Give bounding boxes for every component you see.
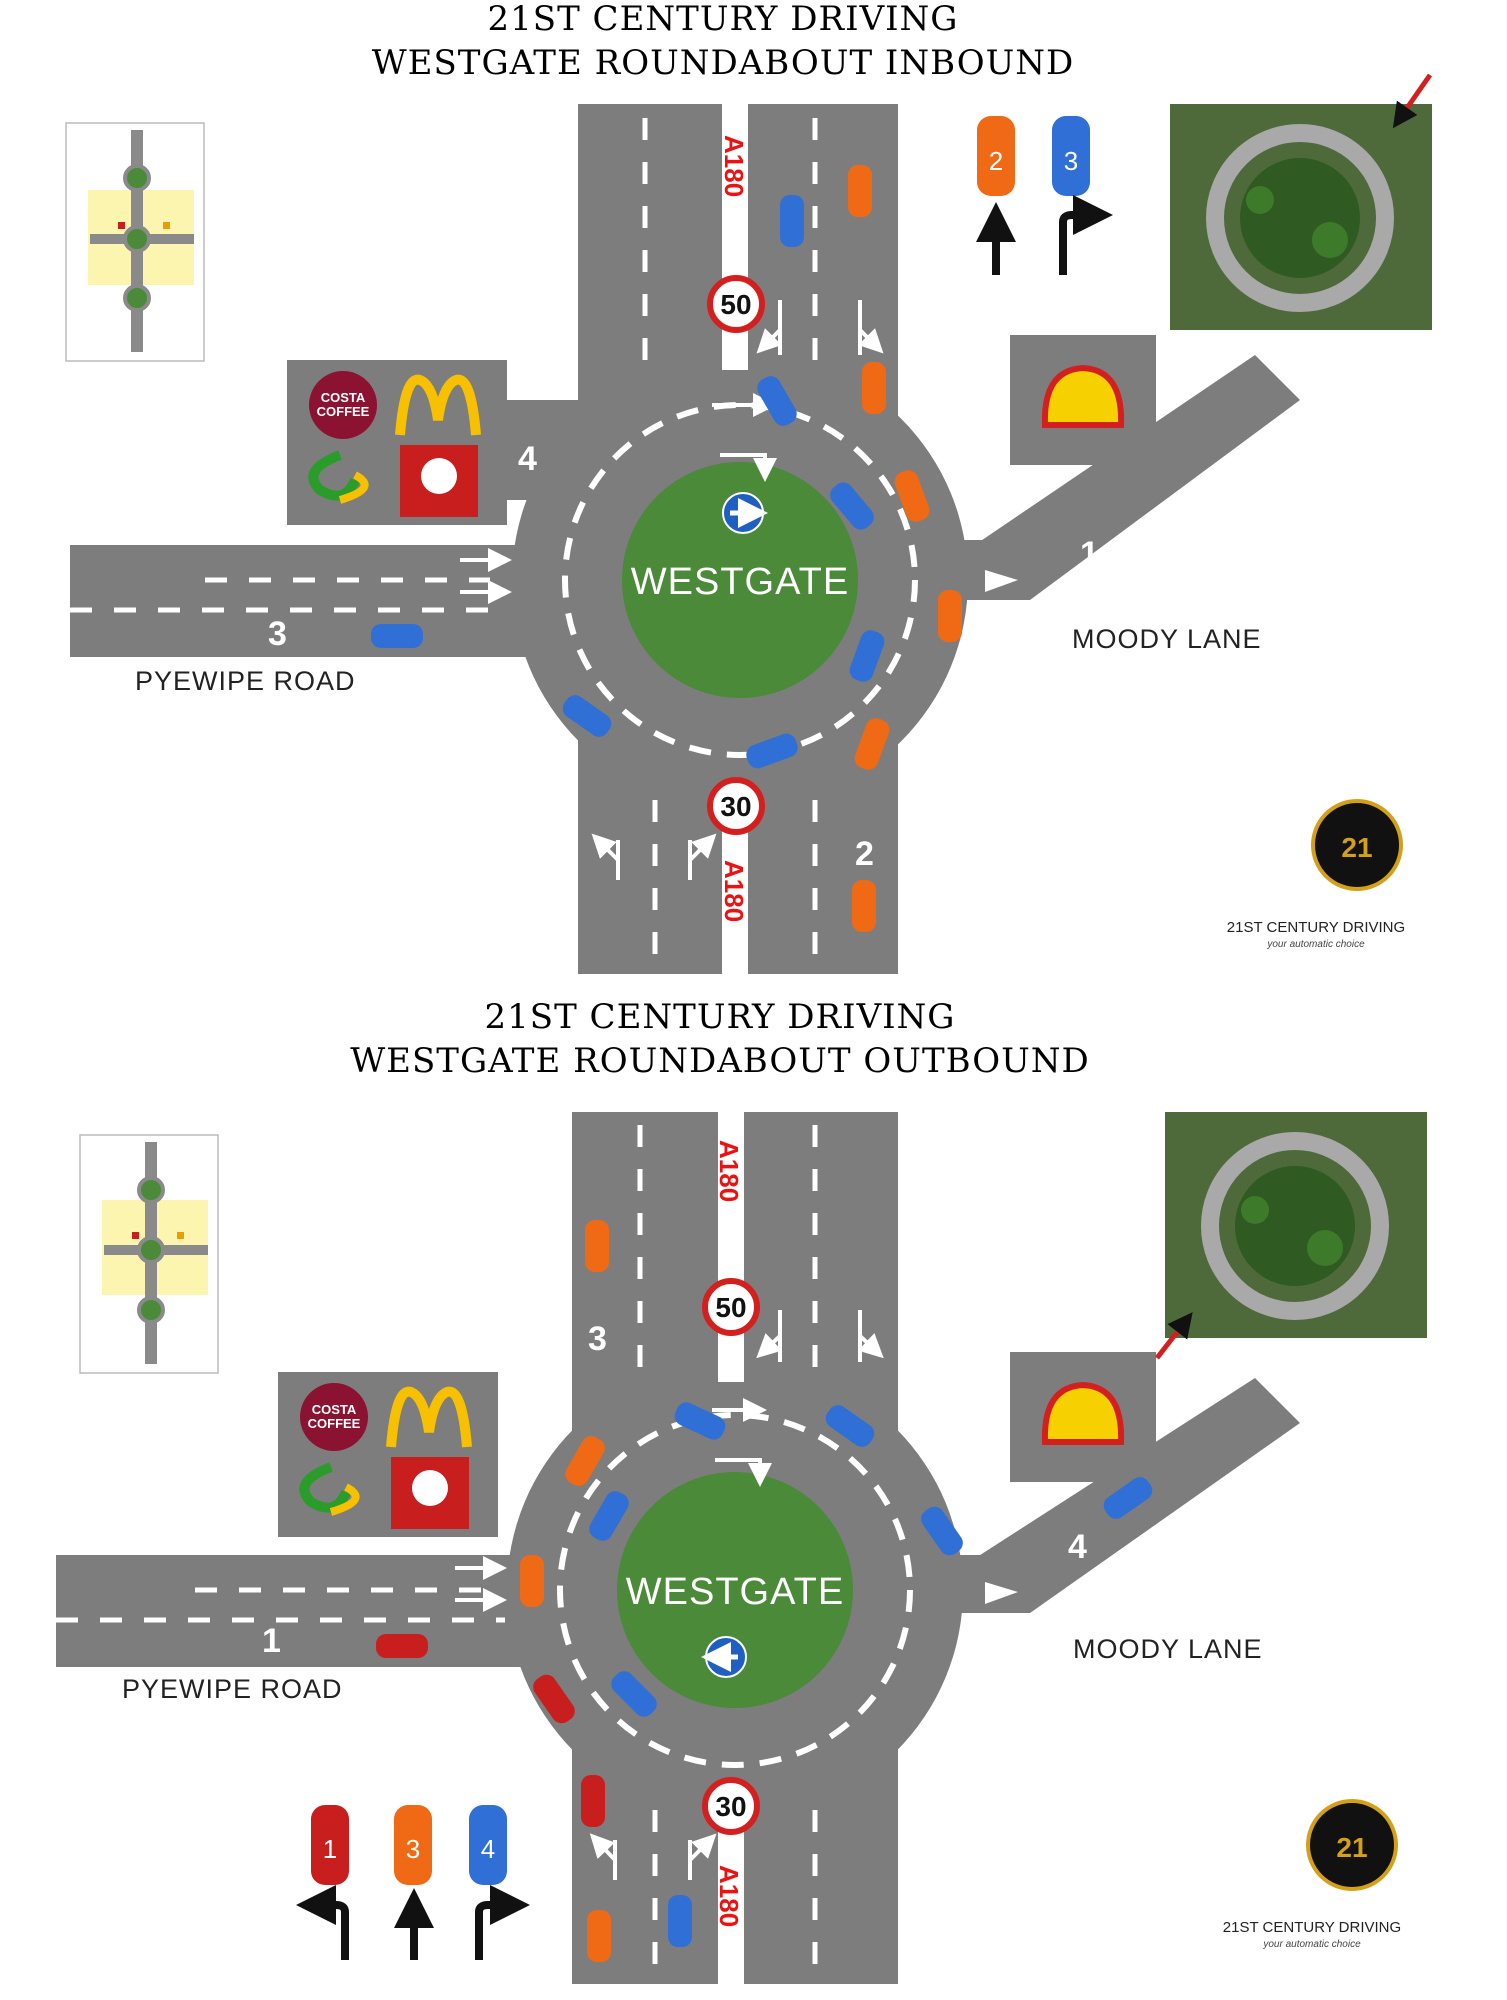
brand-logo-number: 21 (1336, 1832, 1367, 1863)
exit-number-4: 4 (1068, 1528, 1087, 1566)
aerial-photo (1155, 1112, 1427, 1360)
circulatory-lane-line (557, 1412, 913, 1768)
speed-limit-50-sign: 50 (702, 1278, 760, 1336)
inbound-island-label: WESTGATE (631, 561, 849, 603)
svg-text:COFFEE: COFFEE (308, 1416, 361, 1431)
svg-text:4: 4 (481, 1834, 495, 1864)
shell-logo-icon (1010, 1352, 1156, 1482)
svg-text:30: 30 (715, 1791, 746, 1822)
legend-car-3: 3 (1052, 116, 1113, 275)
subway-logo-icon (299, 1462, 351, 1513)
right-turn-arrow-icon (475, 1885, 530, 1960)
svg-text:COSTA: COSTA (312, 1402, 357, 1417)
aerial-pointer-arrow (1155, 1312, 1193, 1360)
exit-number-1: 1 (262, 1622, 281, 1660)
exit-number-2: 2 (500, 1435, 519, 1473)
speed-limit-30-sign: 30 (707, 777, 765, 835)
left-turn-arrow-icon (296, 1885, 349, 1960)
outbound-diagram: 21ST CENTURY DRIVING WESTGATE ROUNDABOUT… (56, 1000, 1427, 1984)
svg-text:2: 2 (989, 146, 1003, 176)
inbound-panel: 21ST CENTURY DRIVING WESTGATE ROUNDABOUT… (65, 0, 1433, 974)
mcdonalds-logo-icon (395, 374, 481, 436)
svg-text:30: 30 (720, 791, 751, 822)
lane-arrows (460, 300, 875, 880)
outbound-road-code-top: A180 (714, 1140, 744, 1202)
exit-number-4: 4 (518, 440, 537, 478)
exit-number-2: 2 (855, 835, 874, 873)
right-turn-arrow-icon (1059, 195, 1113, 275)
legend-car-2: 2 (976, 116, 1016, 275)
outbound-title-line1: 21ST CENTURY DRIVING (485, 1000, 956, 1037)
westgate-island (617, 1472, 853, 1708)
services-sign-box: COSTA COFFEE (287, 360, 507, 525)
direction-right-sign-icon (722, 492, 768, 534)
brand-name: 21ST CENTURY DRIVING (1223, 1919, 1401, 1936)
road-label-east: MOODY LANE (1073, 1634, 1263, 1664)
services-sign-box: COSTA COFFEE (278, 1372, 498, 1537)
svg-text:50: 50 (715, 1292, 746, 1323)
exit-number-1: 1 (1080, 535, 1099, 573)
brand-logo: 21 21ST CENTURY DRIVING your automatic c… (1223, 1799, 1401, 1950)
brand-name: 21ST CENTURY DRIVING (1227, 919, 1405, 936)
exit-number-3: 3 (588, 1320, 607, 1358)
aerial-photo (1170, 73, 1433, 330)
mcdonalds-logo-icon (386, 1386, 472, 1448)
median-top (718, 1112, 744, 1382)
svg-text:3: 3 (406, 1834, 420, 1864)
road-label-west: PYEWIPE ROAD (135, 666, 356, 696)
aerial-pointer-arrow (1392, 73, 1433, 129)
give-way-marking (985, 570, 1018, 592)
legend-car-3: 3 (394, 1805, 434, 1960)
speed-limit-30-sign: 30 (702, 1777, 760, 1835)
svg-text:1: 1 (323, 1834, 337, 1864)
brand-tagline: your automatic choice (1266, 939, 1365, 950)
lane-arrows (455, 1310, 875, 1880)
outbound-island-label: WESTGATE (626, 1571, 844, 1613)
brand-logo: 21 21ST CENTURY DRIVING your automatic c… (1227, 799, 1405, 950)
subway-logo-icon (308, 450, 360, 501)
inbound-road-code-bottom: A180 (719, 860, 749, 922)
exit-number-3: 3 (268, 615, 287, 653)
lane-markings (70, 118, 818, 974)
outbound-road-code-bottom: A180 (714, 1865, 744, 1927)
lane-markings (56, 1125, 818, 1984)
cars-on-road (371, 165, 962, 932)
speed-limit-50-sign: 50 (707, 275, 765, 333)
road-label-west: PYEWIPE ROAD (122, 1674, 343, 1704)
road-label-east: MOODY LANE (1072, 624, 1262, 654)
circulatory-lane-line (562, 402, 918, 758)
svg-text:50: 50 (720, 289, 751, 320)
cars-on-road (376, 1220, 1153, 1962)
brand-logo-number: 21 (1341, 832, 1372, 863)
inbound-title-line1: 21ST CENTURY DRIVING (488, 0, 959, 39)
costa-coffee-logo-icon (300, 1383, 368, 1451)
inbound-road-code-top: A180 (719, 135, 749, 197)
svg-text:COSTA: COSTA (321, 390, 366, 405)
legend-car-1: 1 (296, 1805, 349, 1960)
westgate-island (622, 462, 858, 698)
inbound-diagram: 21ST CENTURY DRIVING WESTGATE ROUNDABOUT… (65, 0, 1433, 974)
shell-logo-icon (1010, 335, 1156, 465)
legend-car-4: 4 (469, 1805, 530, 1960)
mini-map-thumbnail (79, 1134, 219, 1374)
brand-tagline: your automatic choice (1262, 1939, 1361, 1950)
direction-left-sign-icon (701, 1636, 747, 1678)
give-way-marking (985, 1582, 1018, 1604)
outbound-title-line2: WESTGATE ROUNDABOUT OUTBOUND (350, 1041, 1090, 1081)
mini-map-thumbnail (65, 122, 205, 362)
inbound-title-line2: WESTGATE ROUNDABOUT INBOUND (372, 43, 1075, 83)
costa-coffee-logo-icon (309, 371, 377, 439)
outbound-panel: 21ST CENTURY DRIVING WESTGATE ROUNDABOUT… (0, 1000, 1507, 2000)
svg-text:COFFEE: COFFEE (317, 404, 370, 419)
svg-text:3: 3 (1064, 146, 1078, 176)
